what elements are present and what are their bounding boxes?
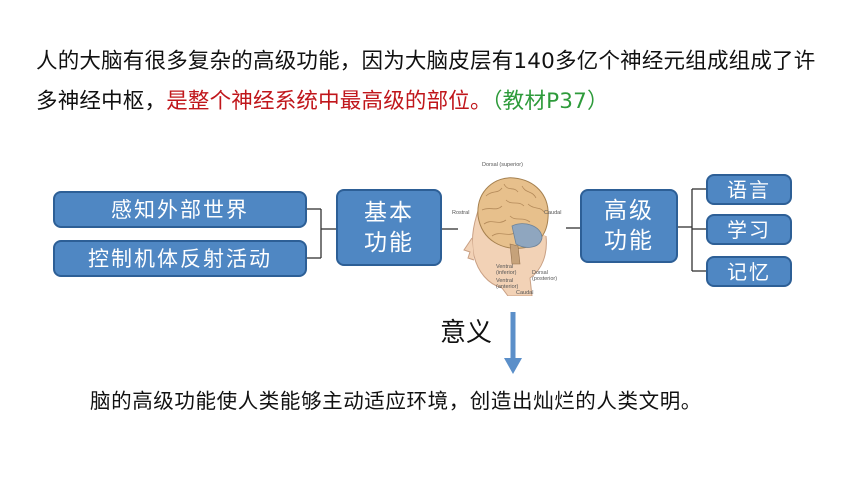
brain-label-rostral: Rostral bbox=[452, 210, 470, 216]
brain-label-dorsal: Dorsal (superior) bbox=[482, 162, 523, 168]
high-function-label: 高级功能 bbox=[604, 198, 654, 254]
sense-external-world-box: 感知外部世界 bbox=[53, 191, 307, 228]
intro-highlight: 是整个神经系统中最高级的部位。 bbox=[166, 89, 492, 114]
brain-drawing bbox=[463, 177, 549, 297]
language-box: 语言 bbox=[706, 174, 792, 205]
control-reflex-box: 控制机体反射活动 bbox=[53, 240, 307, 277]
basic-function-label: 基本功能 bbox=[364, 199, 414, 256]
brain-label-ventral-anterior: Ventral (anterior) bbox=[496, 278, 519, 290]
meaning-label: 意义 bbox=[440, 318, 493, 348]
intro-paragraph: 人的大脑有很多复杂的高级功能，因为大脑皮层有140多亿个神经元组成组成了许多神经… bbox=[36, 42, 836, 122]
textbook-reference: （教材P37） bbox=[491, 89, 609, 114]
brain-label-caudal-bottom: Caudal bbox=[516, 290, 534, 296]
brain-label-ventral: Ventral (inferior) bbox=[496, 264, 517, 276]
conclusion-text: 脑的高级功能使人类能够主动适应环境，创造出灿烂的人类文明。 bbox=[90, 389, 702, 413]
high-function-box: 高级功能 bbox=[580, 189, 678, 263]
intro-text: 人的大脑有很多复杂的高级功能，因为大脑皮层有140多亿个神经元组成组成了许多神经… bbox=[36, 49, 816, 114]
brain-label-caudal: Caudal bbox=[544, 210, 562, 216]
brain-label-dorsal-posterior: Dorsal (posterior) bbox=[532, 270, 558, 282]
brain-illustration: Dorsal (superior) Rostral Caudal Ventral… bbox=[452, 160, 562, 297]
learning-box: 学习 bbox=[706, 214, 792, 245]
memory-box: 记忆 bbox=[706, 256, 792, 287]
basic-function-box: 基本功能 bbox=[336, 189, 442, 266]
